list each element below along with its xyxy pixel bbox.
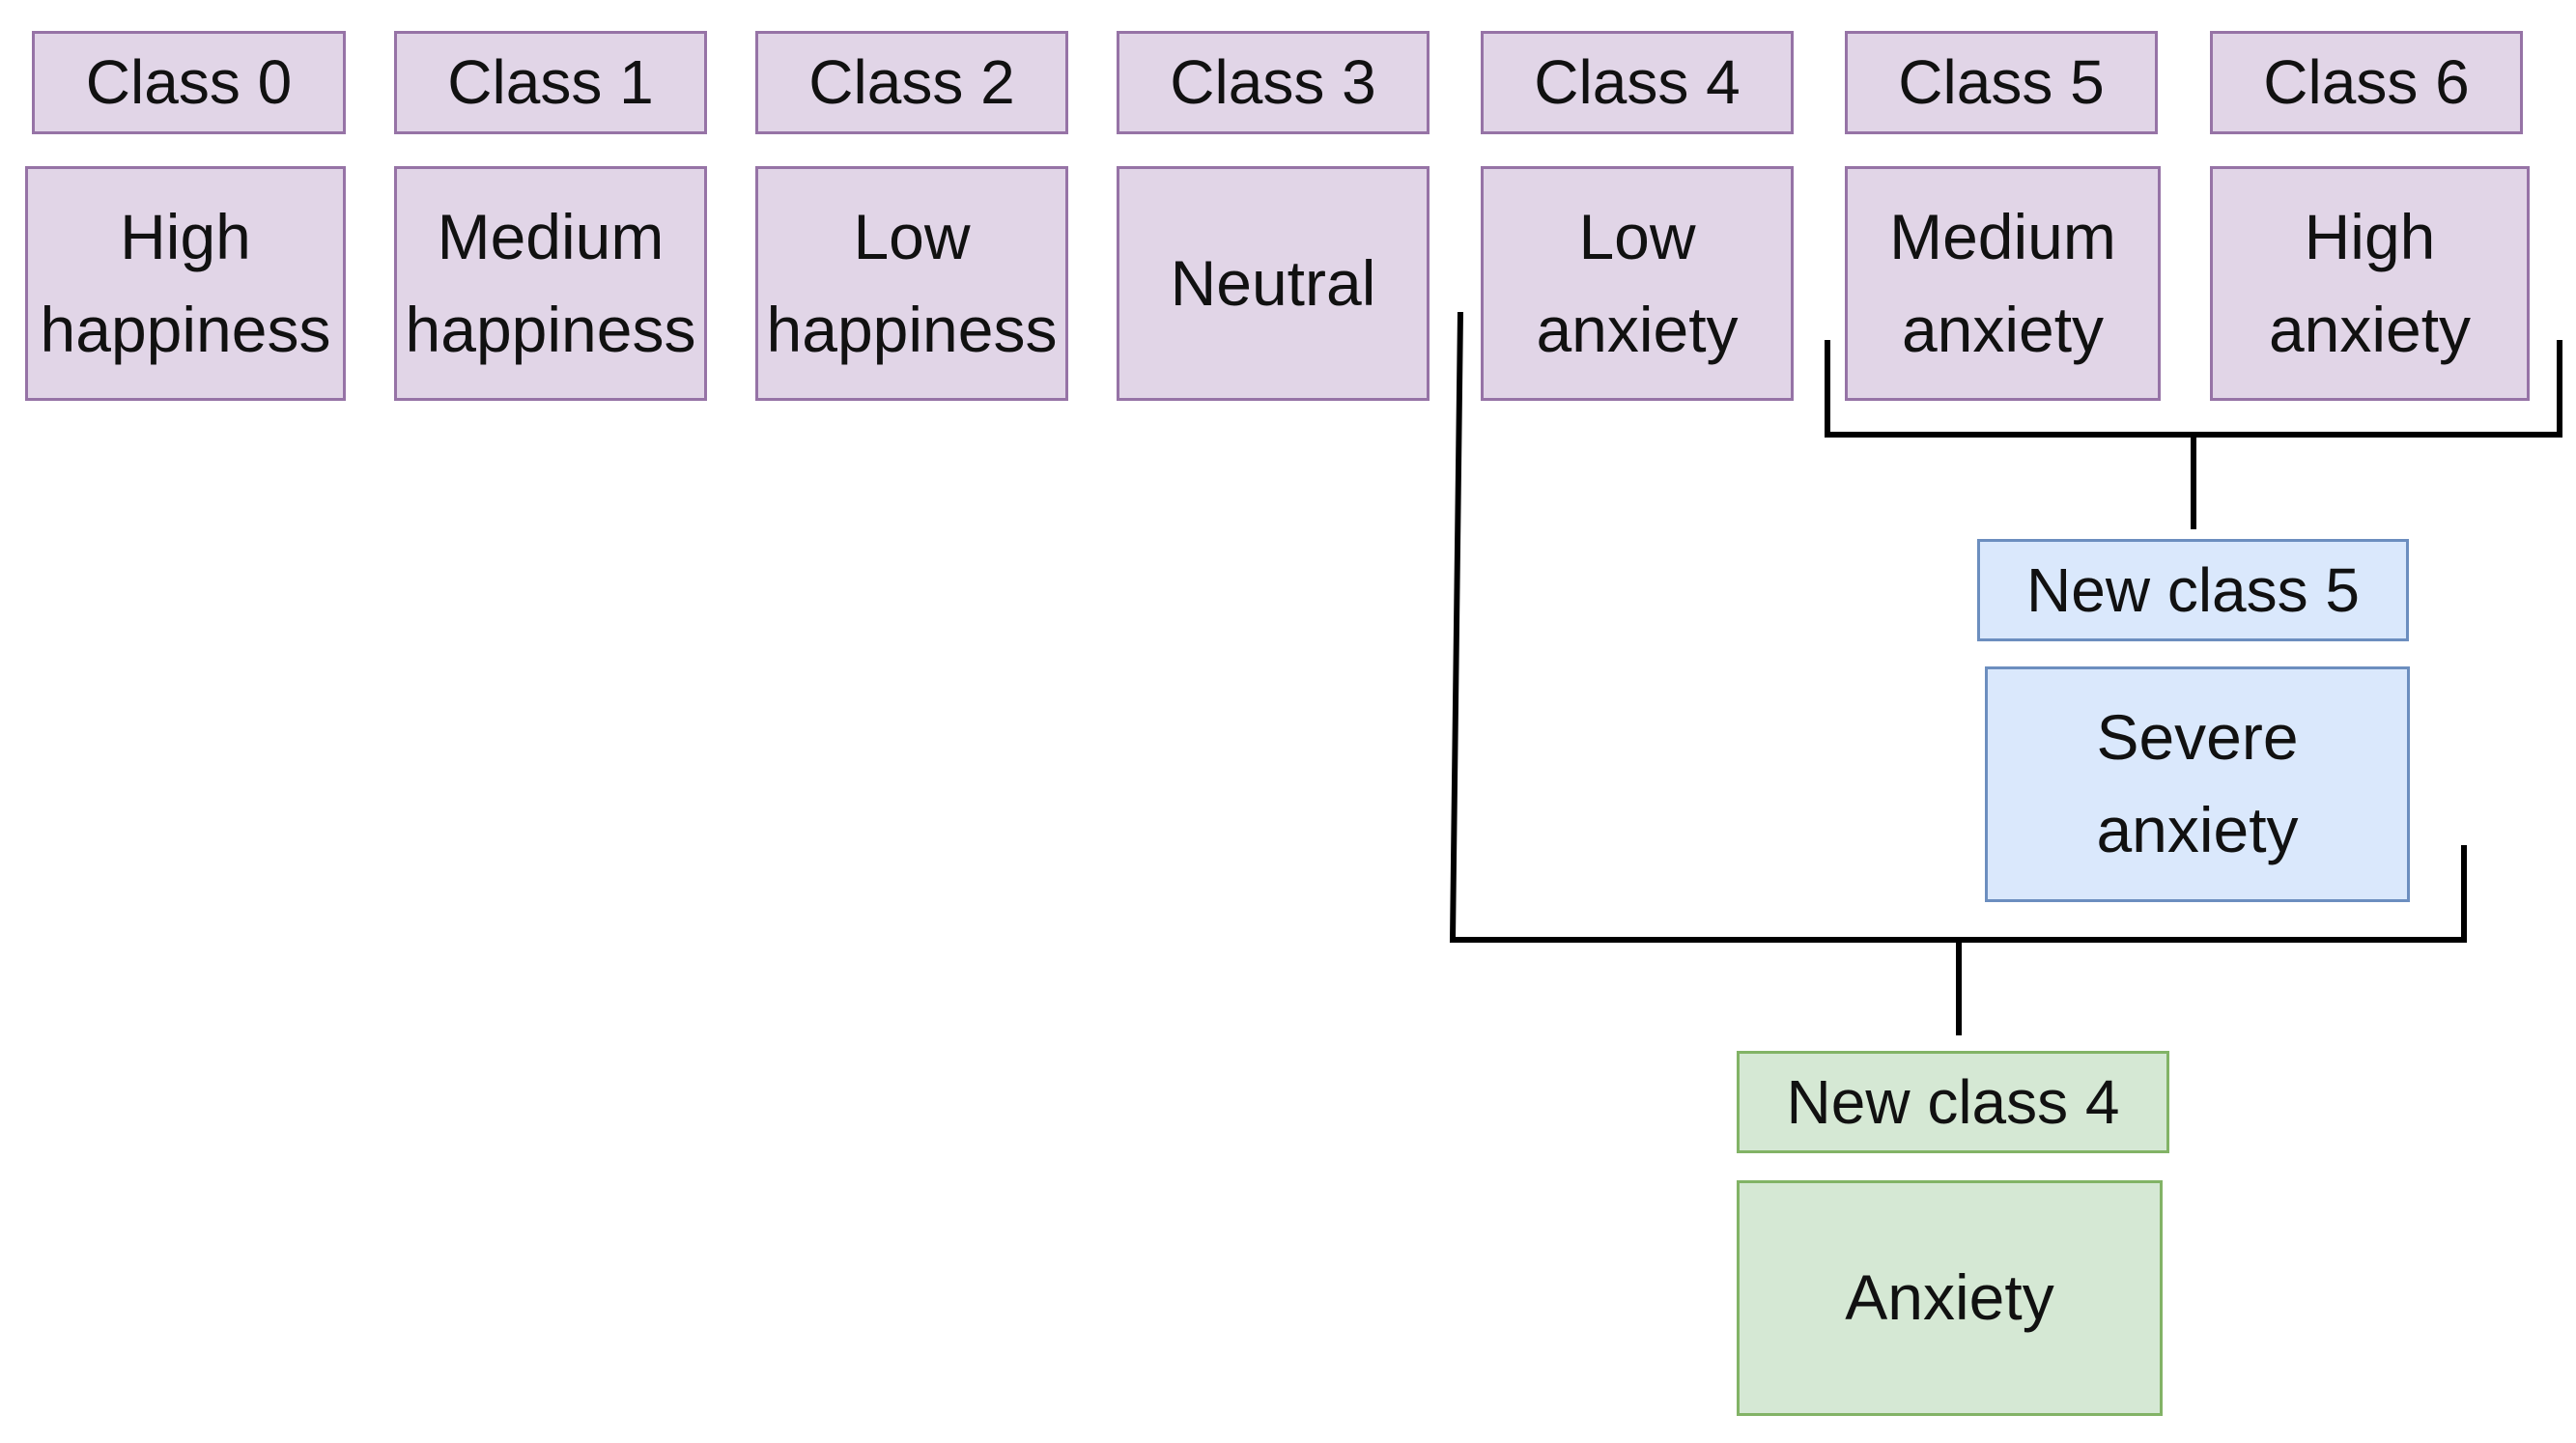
new-class-4-header: New class 4 — [1737, 1051, 2169, 1153]
new-class-4-label: Anxiety — [1737, 1180, 2163, 1416]
class-3-header: Class 3 — [1117, 31, 1430, 134]
class-2-header: Class 2 — [755, 31, 1068, 134]
class-1-header: Class 1 — [394, 31, 707, 134]
class-5-label-line1: Medium — [1889, 200, 2116, 272]
class-6-label-line2: anxiety — [2268, 293, 2472, 365]
class-2-label-line2: happiness — [766, 293, 1058, 365]
class-2-label: Low happiness — [755, 166, 1068, 401]
class-3-label: Neutral — [1117, 166, 1430, 401]
class-6-header: Class 6 — [2210, 31, 2523, 134]
class-5-label: Medium anxiety — [1845, 166, 2161, 401]
class-6-label-line1: High — [2304, 200, 2436, 272]
class-4-label-line1: Low — [1578, 200, 1696, 272]
class-4-header: Class 4 — [1481, 31, 1794, 134]
class-2-label-line1: Low — [853, 200, 971, 272]
class-0-label: High happiness — [25, 166, 346, 401]
new-class-5-label-line2: anxiety — [2096, 794, 2299, 865]
class-5-label-line2: anxiety — [1901, 293, 2105, 365]
class-0-label-line1: High — [120, 200, 251, 272]
class-5-header: Class 5 — [1845, 31, 2158, 134]
class-0-label-line2: happiness — [40, 293, 331, 365]
class-0-header: Class 0 — [32, 31, 346, 134]
class-4-label-line2: anxiety — [1536, 293, 1739, 365]
new-class-4-label-line1: Anxiety — [1845, 1261, 2054, 1334]
class-6-label: High anxiety — [2210, 166, 2530, 401]
class-3-label-line1: Neutral — [1170, 246, 1376, 319]
new-class-5-header: New class 5 — [1977, 539, 2409, 641]
class-1-label-line2: happiness — [405, 293, 696, 365]
class-1-label-line1: Medium — [437, 200, 665, 272]
class-4-label: Low anxiety — [1481, 166, 1794, 401]
new-class-5-label-line1: Severe — [2096, 701, 2299, 774]
class-1-label: Medium happiness — [394, 166, 707, 401]
new-class-5-label: Severe anxiety — [1985, 666, 2410, 902]
